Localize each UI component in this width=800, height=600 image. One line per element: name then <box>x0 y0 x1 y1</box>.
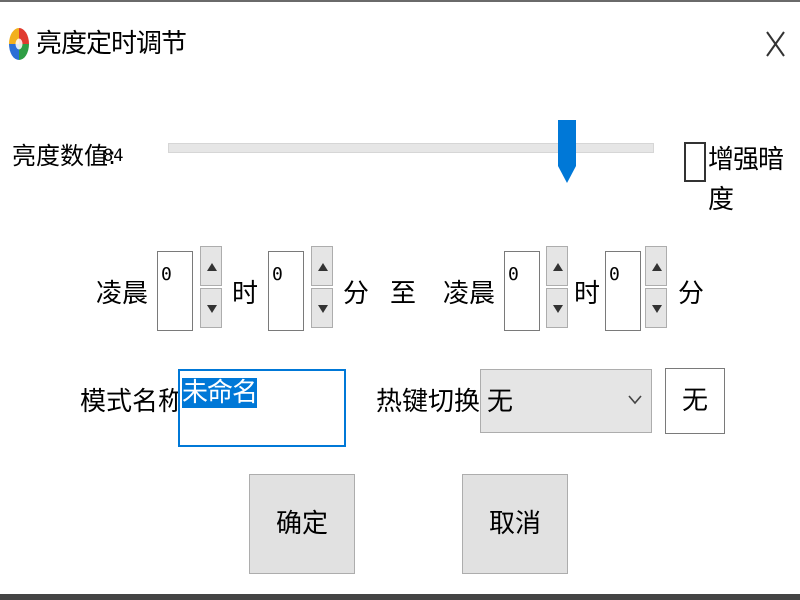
enhance-dark-checkbox[interactable] <box>684 140 706 182</box>
ok-button[interactable]: 确定 <box>249 474 355 574</box>
start-hour-unit: 时 <box>232 279 259 309</box>
start-hour-down-button[interactable] <box>200 288 222 328</box>
end-minute-down-button[interactable] <box>645 288 667 328</box>
end-minute-up-button[interactable] <box>645 246 667 286</box>
chevron-up-icon <box>318 263 328 271</box>
end-hour-spinner <box>546 246 568 328</box>
slider-track <box>168 143 654 153</box>
chevron-down-icon <box>553 305 563 313</box>
slider-thumb[interactable] <box>557 120 577 184</box>
mode-name-input[interactable]: 未命名 <box>178 369 346 447</box>
end-hour-down-button[interactable] <box>546 288 568 328</box>
hotkey-dropdown[interactable]: 无 <box>480 369 652 433</box>
start-hour-input[interactable]: 0 <box>157 251 193 331</box>
brightness-slider[interactable] <box>168 118 654 184</box>
end-period-label: 凌晨 <box>443 279 496 309</box>
mode-name-label: 模式名称: <box>80 387 193 417</box>
hotkey-label: 热键切换 <box>376 387 481 417</box>
start-minute-unit: 分 <box>343 279 370 309</box>
window-title: 亮度定时调节 <box>36 29 187 59</box>
chevron-up-icon <box>553 263 563 271</box>
start-hour-up-button[interactable] <box>200 246 222 286</box>
time-range-separator: 至 <box>390 279 417 309</box>
end-hour-input[interactable]: 0 <box>504 251 540 331</box>
start-period-label: 凌晨 <box>96 279 149 309</box>
hotkey-key-box[interactable]: 无 <box>665 368 725 434</box>
start-minute-down-button[interactable] <box>311 288 333 328</box>
end-hour-up-button[interactable] <box>546 246 568 286</box>
end-hour-unit: 时 <box>574 279 601 309</box>
mode-name-selected-text: 未命名 <box>182 378 258 408</box>
end-minute-unit: 分 <box>678 279 705 309</box>
chevron-up-icon <box>652 263 662 271</box>
end-minute-spinner <box>645 246 667 328</box>
checkbox-box[interactable] <box>684 142 706 182</box>
color-wheel-icon <box>9 28 29 60</box>
chevron-down-icon <box>207 305 217 313</box>
start-hour-spinner <box>200 246 222 328</box>
cancel-button[interactable]: 取消 <box>462 474 568 574</box>
chevron-down-icon <box>318 305 328 313</box>
start-minute-spinner <box>311 246 333 328</box>
close-icon[interactable] <box>758 24 792 64</box>
brightness-value: 84 <box>103 146 124 166</box>
start-minute-input[interactable]: 0 <box>268 251 304 331</box>
chevron-up-icon <box>207 263 217 271</box>
hotkey-dropdown-value: 无 <box>487 387 514 417</box>
start-minute-up-button[interactable] <box>311 246 333 286</box>
end-minute-input[interactable]: 0 <box>605 251 641 331</box>
chevron-down-icon[interactable] <box>628 393 642 405</box>
enhance-dark-label: 增强暗度 <box>708 145 784 215</box>
chevron-down-icon <box>652 305 662 313</box>
brightness-label: 亮度数值: <box>12 142 117 170</box>
